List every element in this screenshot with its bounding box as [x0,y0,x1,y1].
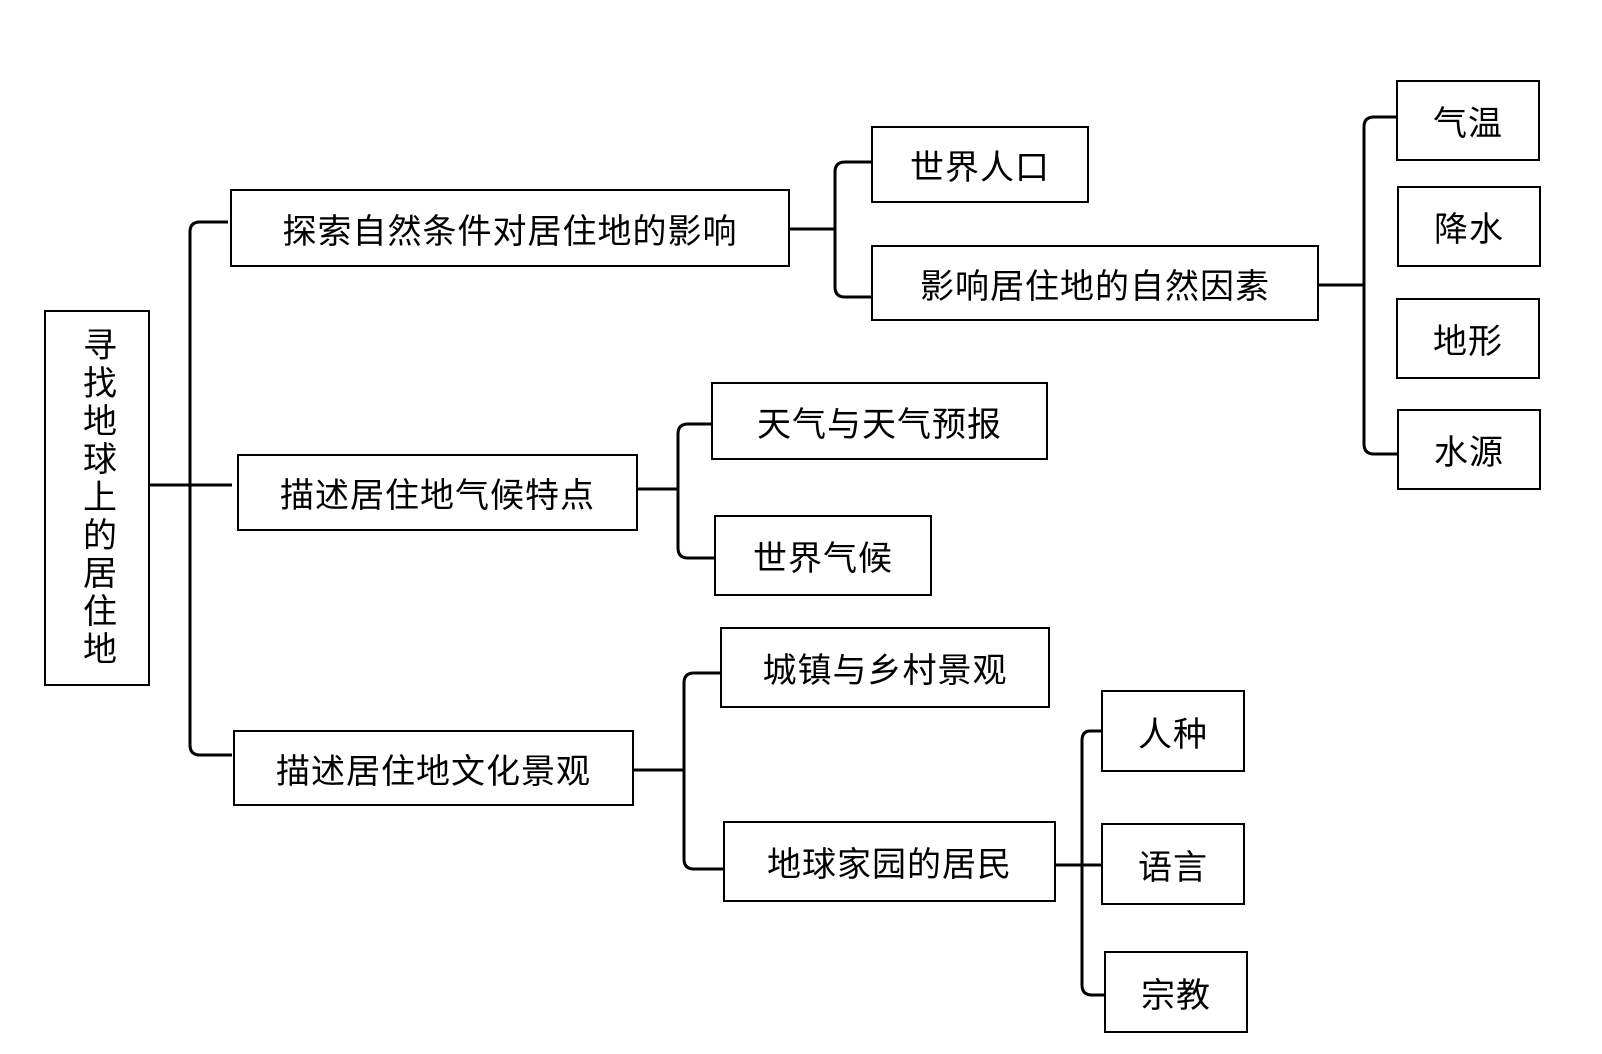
leaf-temperature: 气温 [1396,80,1540,161]
branch-label: 描述居住地文化景观 [276,751,591,792]
branch-label: 描述居住地气候特点 [280,476,595,516]
branch-label: 探索自然条件对居住地的影响 [282,211,738,252]
connector-res-bracket [1080,729,1106,997]
node-world-population: 世界人口 [871,126,1089,203]
branch-climate: 描述居住地气候特点 [237,454,638,531]
leaf-terrain: 地形 [1396,298,1540,379]
leaf-precipitation: 降水 [1397,186,1541,267]
leaf-label: 地形 [1433,322,1503,362]
leaf-label: 降水 [1434,210,1504,250]
node-urban-rural: 城镇与乡村景观 [720,627,1050,708]
node-label: 城镇与乡村景观 [762,651,1008,691]
node-world-climate: 世界气候 [714,515,932,596]
leaf-race: 人种 [1101,690,1245,772]
leaf-language: 语言 [1101,823,1245,905]
connector-nf-bracket [1362,115,1398,456]
connector-root-bracket [188,220,232,757]
root-label: 寻找地球上的居住地 [76,327,117,669]
leaf-label: 气温 [1433,104,1503,144]
node-label: 世界人口 [910,148,1050,188]
leaf-label: 人种 [1138,714,1208,755]
node-natural-factors: 影响居住地的自然因素 [871,245,1319,321]
leaf-water-source: 水源 [1397,409,1541,490]
leaf-label: 水源 [1434,433,1504,473]
branch-cultural-landscape: 描述居住地文化景观 [233,730,634,806]
connector-b2-bracket [676,422,716,560]
root-node: 寻找地球上的居住地 [44,310,150,686]
leaf-label: 宗教 [1141,975,1211,1016]
leaf-label: 语言 [1138,847,1208,888]
node-weather-forecast: 天气与天气预报 [711,382,1048,460]
branch-natural-conditions: 探索自然条件对居住地的影响 [230,189,790,267]
node-residents: 地球家园的居民 [723,821,1056,902]
node-label: 地球家园的居民 [767,845,1012,885]
node-label: 天气与天气预报 [757,404,1002,445]
node-label: 世界气候 [753,539,893,579]
connector-b3-bracket [682,671,725,871]
leaf-religion: 宗教 [1104,951,1248,1033]
node-label: 影响居住地的自然因素 [920,266,1270,307]
connector-b1-bracket [833,160,873,299]
